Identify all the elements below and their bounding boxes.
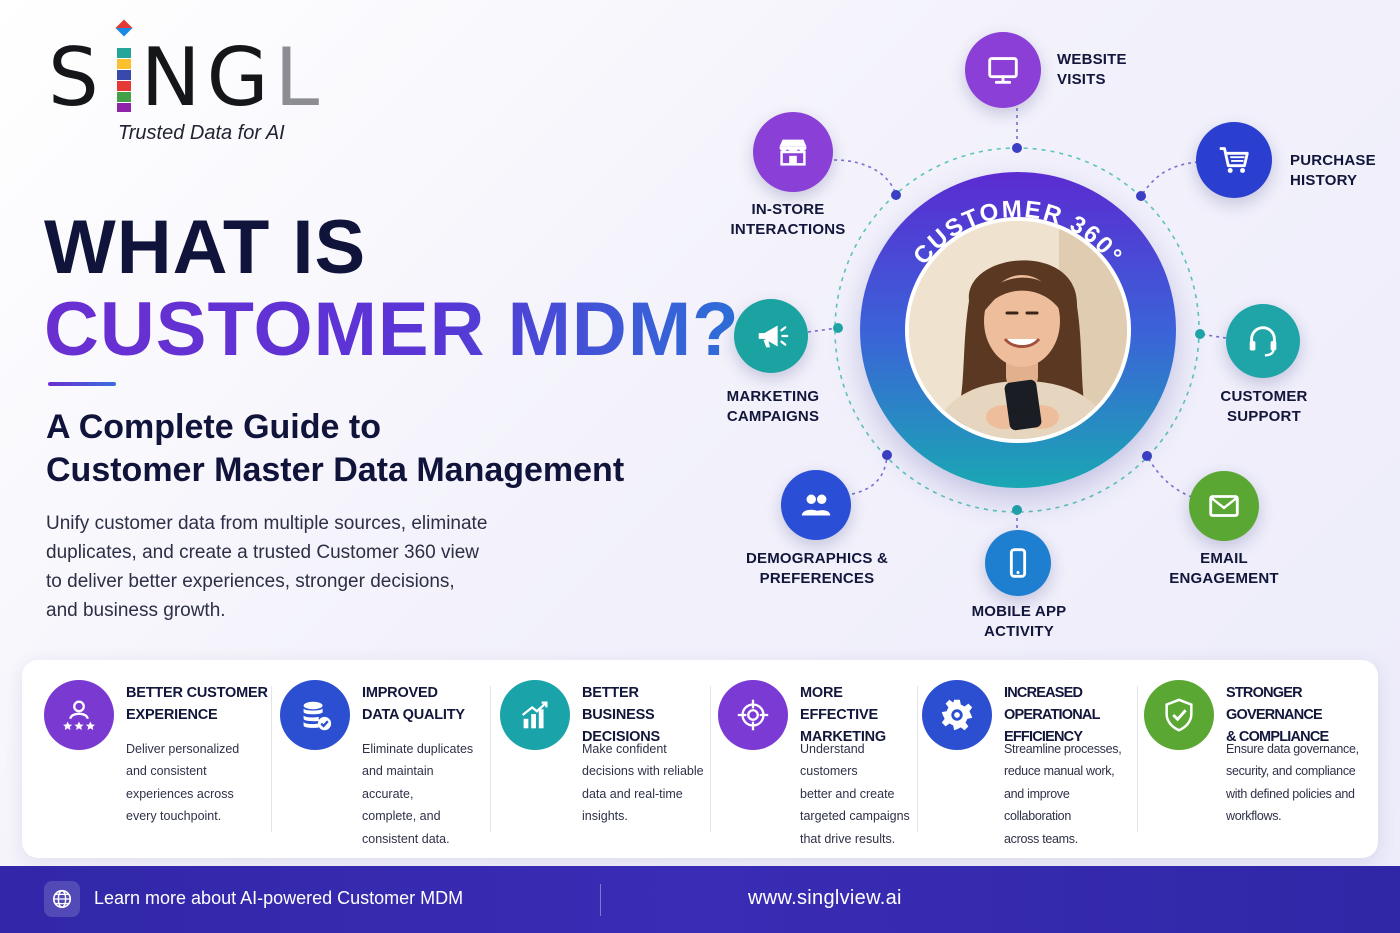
people-icon	[801, 494, 831, 516]
target-icon	[718, 680, 788, 750]
brand-tagline: Trusted Data for AI	[118, 122, 285, 144]
hero-description-line: to deliver better experiences, stronger …	[46, 571, 455, 592]
store-icon	[779, 139, 807, 166]
hero-title-line2: CUSTOMER MDM?	[44, 287, 740, 372]
headset-icon	[1249, 326, 1277, 357]
smartphone-icon	[1009, 548, 1027, 578]
demographics-label: DEMOGRAPHICS &PREFERENCES	[746, 550, 888, 587]
svg-text:CUSTOMER 360°: CUSTOMER 360°	[908, 196, 1128, 270]
footer-cta-link[interactable]: Learn more about AI-powered Customer MDM	[94, 888, 464, 908]
footer-website-link[interactable]: www.singlview.ai	[748, 887, 902, 909]
gear-icon	[922, 680, 992, 750]
title-divider	[48, 382, 116, 386]
mobile-app-activity-node	[985, 530, 1051, 596]
hub-connectors	[807, 108, 1227, 528]
shield-check-icon	[1144, 680, 1214, 750]
logo-mosaic-i-icon	[115, 19, 133, 112]
cart-icon	[1219, 147, 1249, 173]
benefit-divider	[917, 686, 918, 832]
customer-360-label: CUSTOMER 360°	[908, 196, 1128, 270]
monitor-icon	[988, 57, 1018, 84]
customer-support-node	[1226, 304, 1300, 378]
footer-bar	[0, 866, 1400, 933]
footer-divider	[600, 884, 601, 916]
email-engagement-node	[1189, 471, 1259, 541]
megaphone-icon	[758, 325, 789, 348]
database-check-icon	[280, 680, 350, 750]
growth-chart-icon	[500, 680, 570, 750]
envelope-icon	[1209, 495, 1239, 517]
hero-description-line: duplicates, and create a trusted Custome…	[46, 542, 480, 563]
hero-description: Unify customer data from multiple source…	[46, 509, 546, 625]
benefit-governance-compliance: STRONGER GOVERNANCE& COMPLIANCE Ensure d…	[1144, 676, 1366, 836]
hero-description-line: and business growth.	[46, 600, 226, 621]
hero-description-line: Unify customer data from multiple source…	[46, 513, 488, 534]
hero-title-line1: WHAT IS	[44, 205, 367, 290]
marketing-campaigns-node	[734, 299, 808, 373]
in-store-interactions-node	[753, 112, 833, 192]
benefit-text: Streamline processes,reduce manual work,…	[1004, 742, 1122, 846]
website-visits-node	[965, 32, 1041, 108]
hub-label-text: CUSTOMER 360°	[908, 196, 1126, 270]
benefit-divider	[710, 686, 711, 832]
benefit-text: Ensure data governance,security, and com…	[1226, 742, 1359, 824]
benefit-title: STRONGER GOVERNANCE& COMPLIANCE	[1226, 685, 1329, 745]
hero-subtitle: A Complete Guide to Customer Master Data…	[46, 406, 706, 492]
hero-subtitle-line2: Customer Master Data Management	[46, 451, 625, 489]
benefit-divider	[490, 686, 491, 832]
globe-icon	[44, 881, 80, 917]
purchase-history-node	[1196, 122, 1272, 198]
customer-rating-icon	[44, 680, 114, 750]
hero-subtitle-line1: A Complete Guide to	[46, 408, 381, 446]
demographics-node	[781, 470, 851, 540]
benefit-divider	[271, 686, 272, 832]
benefit-divider	[1137, 686, 1138, 832]
